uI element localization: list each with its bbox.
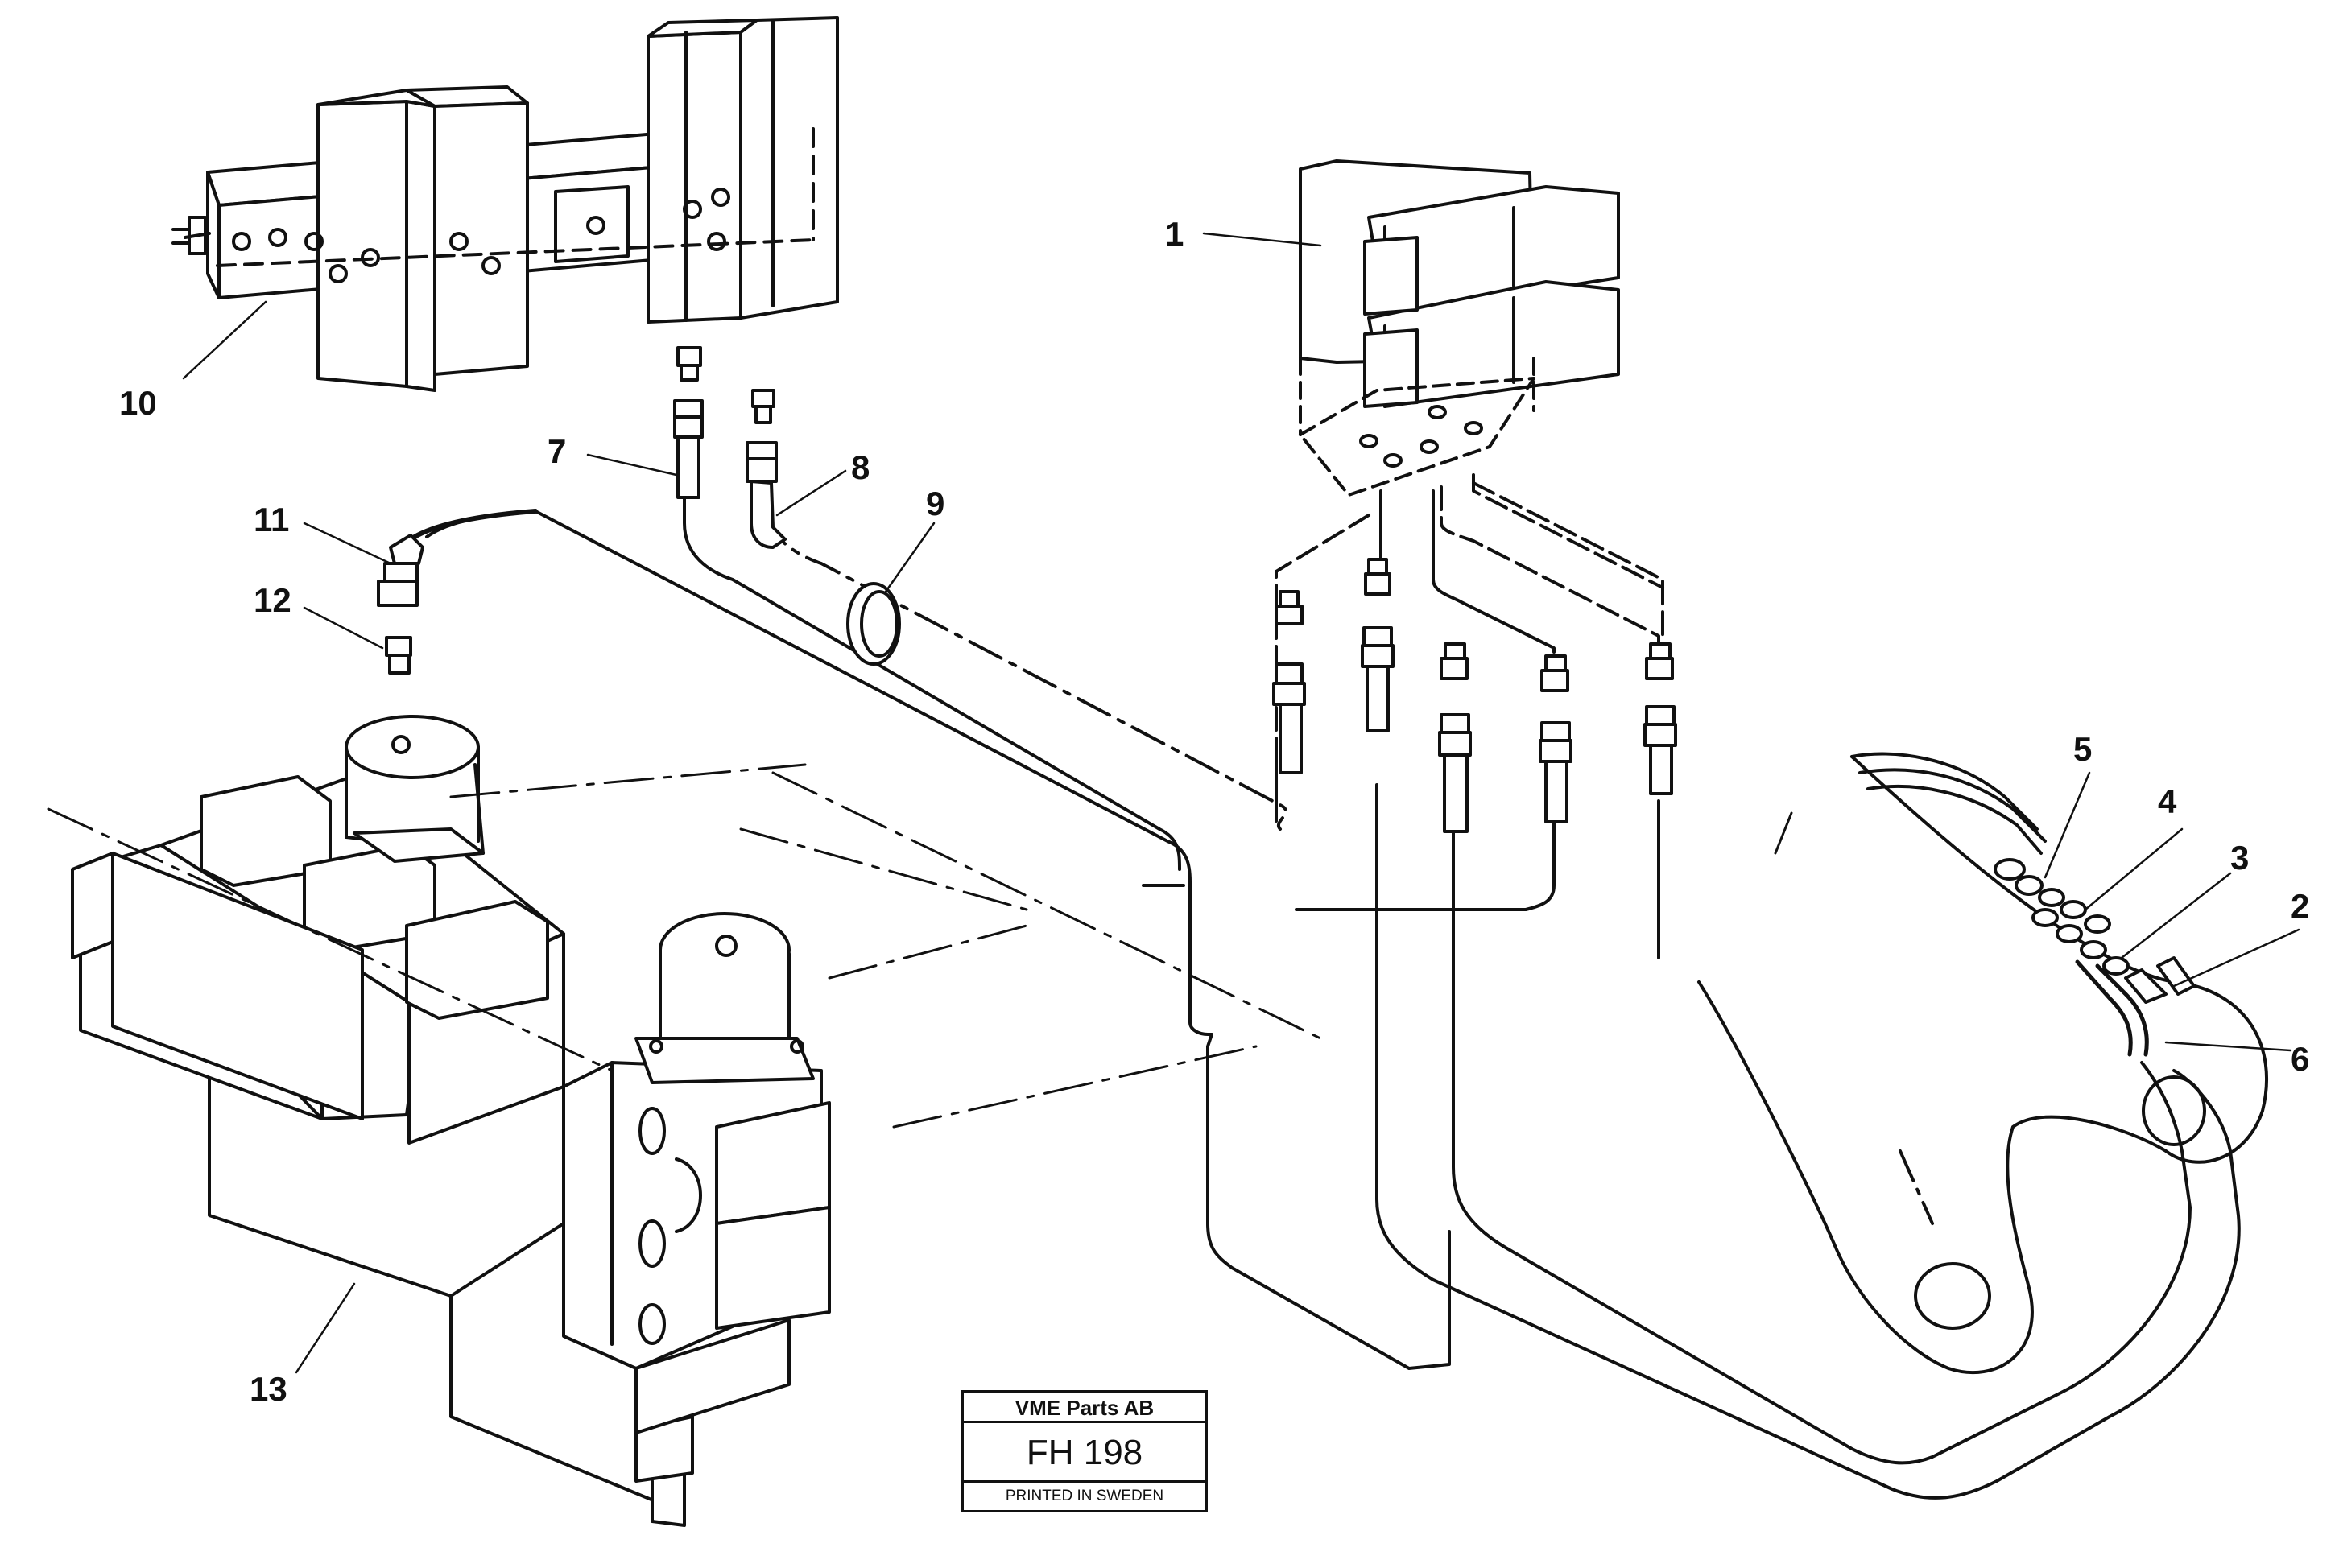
callout-8: 8 bbox=[851, 448, 870, 486]
callout-13: 13 bbox=[250, 1370, 287, 1408]
hydraulic-pipes bbox=[408, 473, 2241, 1500]
callout-7: 7 bbox=[548, 432, 566, 470]
parts-stamp: VME Parts AB FH 198 PRINTED IN SWEDEN bbox=[961, 1390, 1208, 1512]
boom-arm bbox=[1697, 755, 2268, 1374]
fittings-left bbox=[377, 346, 1677, 833]
callout-10: 10 bbox=[119, 384, 157, 422]
callout-labels: 1 2 3 4 5 6 7 8 9 10 11 12 13 bbox=[119, 215, 2309, 1408]
solenoid-valve-1 bbox=[1299, 159, 1620, 497]
stamp-diagram-code: FH 198 bbox=[964, 1423, 1205, 1483]
callout-11: 11 bbox=[254, 501, 289, 538]
leader-lines bbox=[182, 232, 2300, 1374]
stamp-company: VME Parts AB bbox=[964, 1393, 1205, 1423]
callout-12: 12 bbox=[254, 581, 291, 619]
callout-1: 1 bbox=[1165, 215, 1184, 253]
callout-3: 3 bbox=[2230, 839, 2249, 877]
callout-2: 2 bbox=[2291, 887, 2309, 925]
secondary-valve bbox=[562, 912, 831, 1434]
hose-clamp-9 bbox=[846, 582, 901, 666]
callout-6: 6 bbox=[2291, 1040, 2309, 1078]
fittings-right bbox=[1994, 858, 2196, 1004]
callout-5: 5 bbox=[2073, 730, 2092, 768]
centre-lines bbox=[47, 763, 1793, 1129]
callout-9: 9 bbox=[926, 485, 944, 522]
valve-block-10 bbox=[171, 16, 839, 392]
callout-4: 4 bbox=[2158, 782, 2177, 820]
stamp-printed: PRINTED IN SWEDEN bbox=[1005, 1488, 1164, 1504]
valve-assembly-13 bbox=[71, 715, 698, 1527]
